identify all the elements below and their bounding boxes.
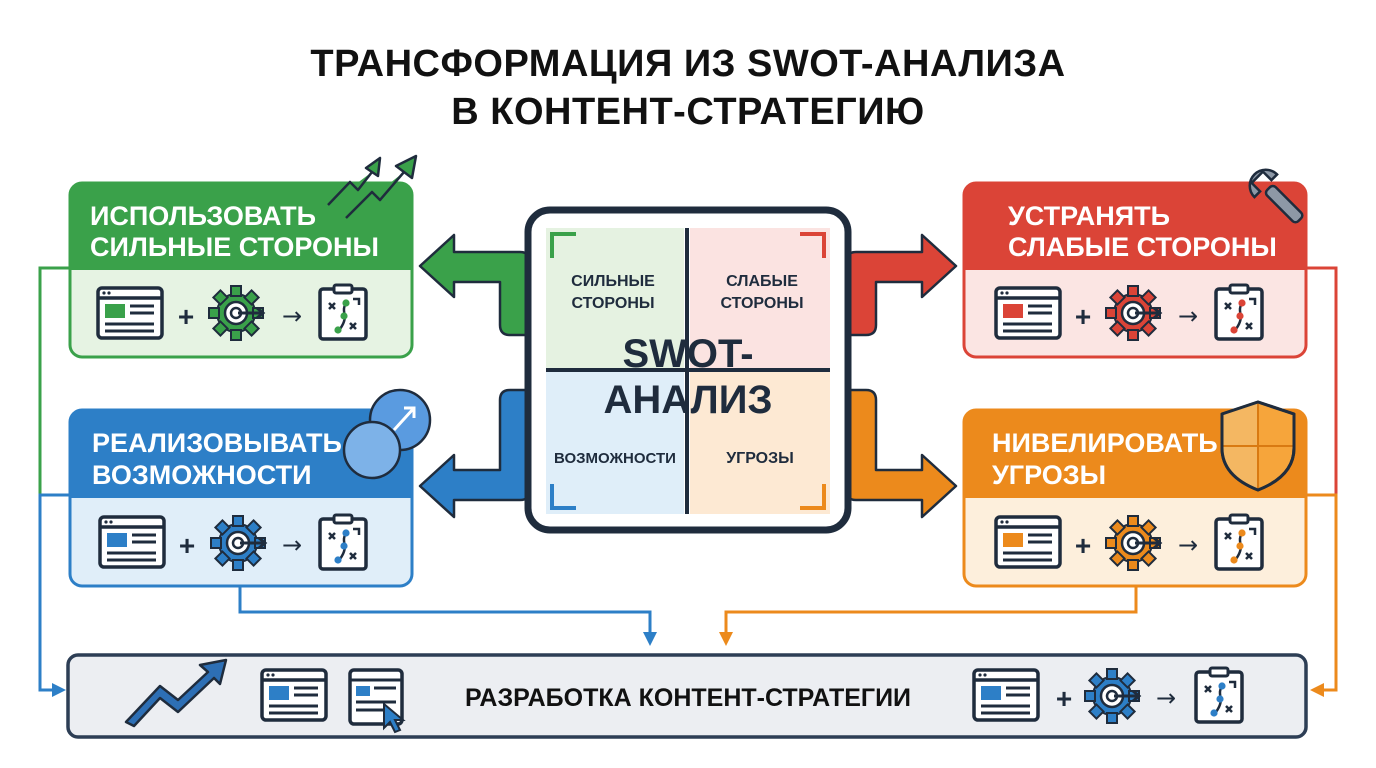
bottom-workflow: + → xyxy=(972,666,1244,725)
workflow-weaknesses: + → xyxy=(994,283,1264,342)
venn-arrow-icon xyxy=(342,388,432,480)
title-line-2: В КОНТЕНТ-СТРАТЕГИЮ xyxy=(451,91,925,133)
card-strengths-line-1: ИСПОЛЬЗОВАТЬ xyxy=(90,201,316,231)
strategy-board-icon xyxy=(1214,513,1264,571)
arrow-to-threats xyxy=(844,388,958,519)
content-page-icon xyxy=(260,668,328,722)
workflow-arrow: → xyxy=(282,302,302,330)
content-page-icon xyxy=(96,286,164,340)
swot-labels: СИЛЬНЫЕ СТОРОНЫ СЛАБЫЕ СТОРОНЫ ВОЗМОЖНОС… xyxy=(554,273,804,467)
label-weaknesses-2: СТОРОНЫ xyxy=(720,295,803,312)
orange-connector-right xyxy=(1306,493,1338,692)
flow-chevrons xyxy=(480,303,896,458)
workflow-plus: + xyxy=(178,301,194,332)
strategy-board-icon xyxy=(318,283,368,341)
workflow-arrow: → xyxy=(1156,684,1176,712)
workflow-strengths: + → xyxy=(96,283,368,342)
card-threats-line-1: НИВЕЛИРОВАТЬ xyxy=(992,428,1218,458)
connector-lines xyxy=(38,266,1338,692)
swot-center-line-2: АНАЛИЗ xyxy=(603,378,772,422)
arrow-to-weaknesses xyxy=(844,233,958,337)
blue-connector-left xyxy=(38,493,70,692)
blue-connector-bottom xyxy=(238,586,652,640)
quadrant-weaknesses xyxy=(690,228,830,368)
bottom-icons-left xyxy=(260,668,406,734)
workflow-plus: + xyxy=(1056,683,1072,714)
content-page-icon xyxy=(994,515,1062,569)
workflow-opportunities: + → xyxy=(98,513,368,572)
gear-target-icon xyxy=(209,514,267,572)
arrow-to-strengths xyxy=(418,233,532,337)
workflow-arrow: → xyxy=(1178,531,1198,559)
strategy-board-icon xyxy=(318,513,368,571)
gear-target-icon xyxy=(1104,284,1162,342)
strategy-board-icon xyxy=(1194,666,1244,724)
trend-arrows-icon xyxy=(327,154,418,219)
growth-arrow-icon xyxy=(124,658,228,728)
content-page-icon xyxy=(994,286,1062,340)
card-threats-line-2: УГРОЗЫ xyxy=(992,460,1106,490)
page-title: ТРАНСФОРМАЦИЯ ИЗ SWOT-АНАЛИЗА В КОНТЕНТ-… xyxy=(0,40,1376,136)
swot-box xyxy=(524,206,852,534)
card-weaknesses-line-2: СЛАБЫЕ СТОРОНЫ xyxy=(1008,232,1277,262)
wrench-icon xyxy=(1248,168,1304,224)
card-weaknesses-line-1: УСТРАНЯТЬ xyxy=(1008,201,1170,231)
connector-arrowheads xyxy=(52,632,1324,697)
swot-center-line-1: SWOT- xyxy=(622,332,753,376)
workflow-threats: + → xyxy=(994,513,1264,572)
strategy-board-icon xyxy=(1214,283,1264,341)
card-opportunities-line-1: РЕАЛИЗОВЫВАТЬ xyxy=(92,428,342,458)
workflow-plus: + xyxy=(179,530,195,561)
label-strengths-1: СИЛЬНЫЕ xyxy=(571,273,655,290)
workflow-plus: + xyxy=(1075,301,1091,332)
card-strengths-line-2: СИЛЬНЫЕ СТОРОНЫ xyxy=(90,232,379,262)
gear-target-icon xyxy=(207,284,265,342)
card-opportunities-line-2: ВОЗМОЖНОСТИ xyxy=(92,460,312,490)
workflow-arrow: → xyxy=(1178,302,1198,330)
label-strengths-2: СТОРОНЫ xyxy=(571,295,654,312)
content-page-icon xyxy=(972,668,1040,722)
content-page-icon xyxy=(98,515,166,569)
bottom-label: РАЗРАБОТКА КОНТЕНТ-СТРАТЕГИИ xyxy=(465,684,911,712)
orange-connector-bottom xyxy=(724,586,1138,640)
workflow-plus: + xyxy=(1075,530,1091,561)
quadrant-threats xyxy=(690,372,830,514)
arrow-to-opportunities xyxy=(418,388,532,519)
gear-target-icon xyxy=(1083,667,1141,725)
quadrant-opportunities xyxy=(546,372,684,514)
red-connector xyxy=(1306,266,1338,495)
title-line-1: ТРАНСФОРМАЦИЯ ИЗ SWOT-АНАЛИЗА xyxy=(310,43,1066,85)
label-weaknesses-1: СЛАБЫЕ xyxy=(726,273,798,290)
gear-target-icon xyxy=(1104,514,1162,572)
quadrant-strengths xyxy=(546,228,684,368)
workflow-arrow: → xyxy=(282,531,302,559)
shield-icon xyxy=(1220,400,1296,492)
cursor-page-icon xyxy=(348,668,406,734)
green-connector xyxy=(38,266,70,495)
label-opportunities: ВОЗМОЖНОСТИ xyxy=(554,450,676,467)
label-threats: УГРОЗЫ xyxy=(726,450,794,467)
